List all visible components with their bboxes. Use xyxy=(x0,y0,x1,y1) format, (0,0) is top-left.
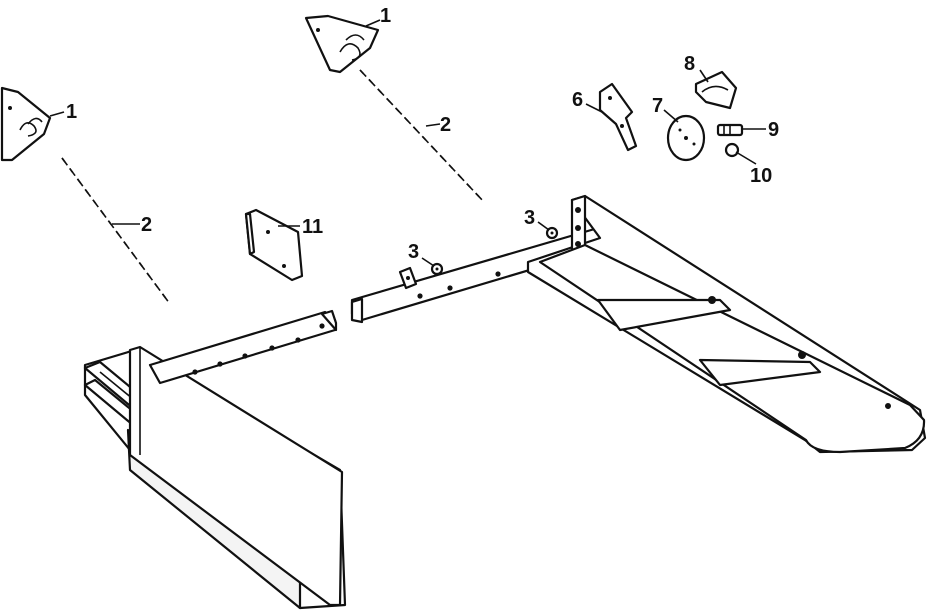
lift-chain xyxy=(359,69,485,203)
callout-6: 6 xyxy=(572,89,583,111)
callout-11: 11 xyxy=(302,216,323,238)
callout-2-top: 2 xyxy=(440,114,451,136)
callout-8: 8 xyxy=(684,53,695,75)
mounting-bracket xyxy=(0,86,52,162)
disc xyxy=(666,114,706,162)
spacer xyxy=(724,142,740,158)
nut xyxy=(430,262,444,276)
leader-lines xyxy=(49,19,766,267)
side-frame-with-skid xyxy=(350,194,927,454)
lift-chain xyxy=(61,157,171,305)
callout-1-left: 1 xyxy=(66,101,77,123)
callout-9: 9 xyxy=(768,119,779,141)
callout-1-top: 1 xyxy=(380,5,391,27)
hinge-plate xyxy=(598,82,638,152)
callout-7: 7 xyxy=(652,95,663,117)
callout-10: 10 xyxy=(750,165,772,187)
mounting-bracket xyxy=(304,14,380,74)
callout-3-right: 3 xyxy=(524,207,535,229)
angle-bracket xyxy=(244,208,304,282)
nut xyxy=(545,226,559,240)
callout-3-left: 3 xyxy=(408,241,419,263)
rear-frame-with-blade xyxy=(83,309,347,610)
clamp xyxy=(694,70,738,110)
tube-holes xyxy=(192,323,325,375)
callout-2-left: 2 xyxy=(141,214,152,236)
bolt xyxy=(716,123,744,137)
